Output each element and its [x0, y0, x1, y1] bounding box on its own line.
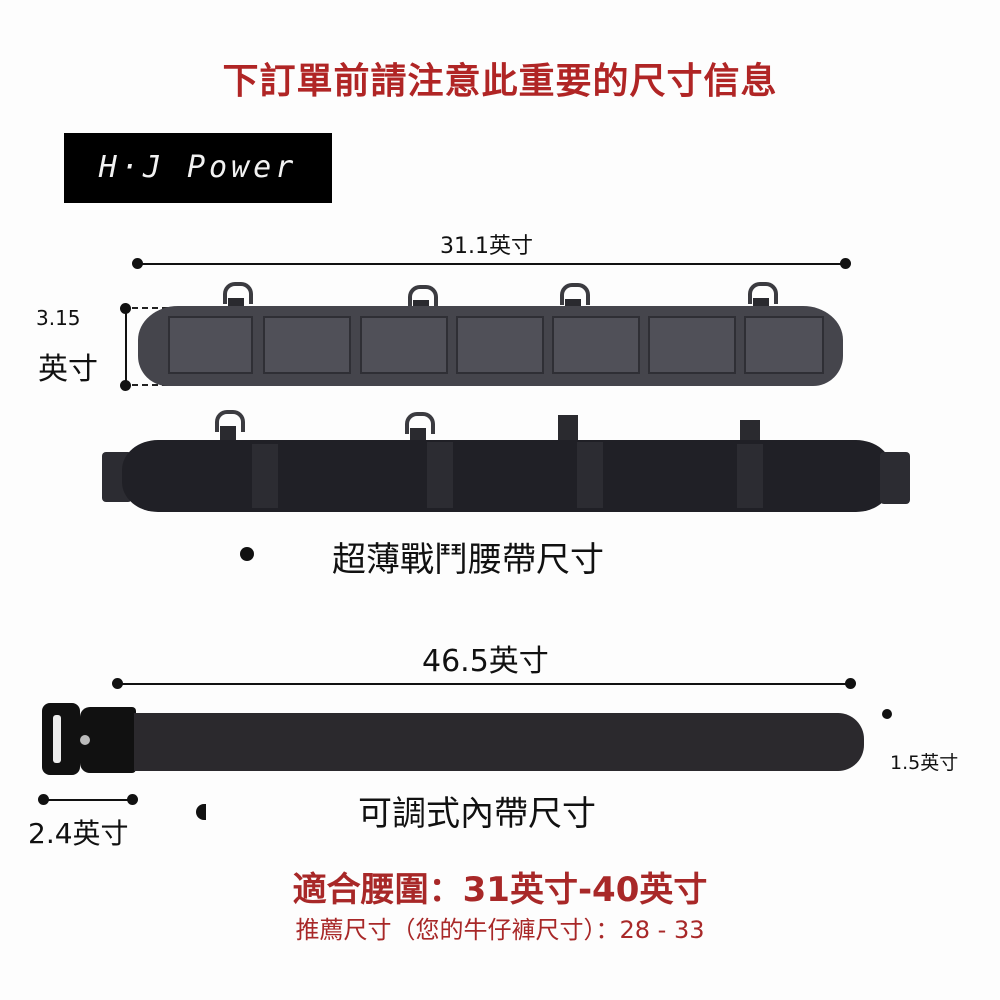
strap [427, 442, 453, 508]
inner-belt-width-label: 1.5英寸 [890, 752, 959, 774]
strap [737, 444, 763, 508]
inner-belt-body [134, 713, 864, 771]
bullet-icon [240, 547, 254, 561]
padded-belt-height-value: 3.15 [36, 306, 81, 330]
pad-panel [168, 316, 253, 374]
inner-belt-image [40, 703, 865, 783]
buckle-icon [42, 703, 80, 775]
molle-clip [558, 415, 578, 445]
combat-belt-image [100, 410, 915, 512]
d-ring-icon [748, 282, 778, 304]
d-ring-icon [223, 282, 253, 304]
d-ring-icon [215, 410, 245, 432]
pad-panel [648, 316, 736, 374]
pad-panel [552, 316, 640, 374]
padded-belt-height-unit: 英寸 [38, 352, 98, 387]
padded-belt-body [138, 306, 843, 386]
combat-belt-body [122, 440, 892, 512]
buckle-button [80, 735, 90, 745]
page-title: 下訂單前請注意此重要的尺寸信息 [222, 61, 778, 102]
padded-belt-image [138, 282, 843, 390]
padded-belt-length-dimension [132, 258, 852, 270]
brand-logo: H·J Power [64, 133, 332, 203]
pad-panel [456, 316, 544, 374]
pad-panel [744, 316, 824, 374]
buckle-latch [80, 707, 136, 773]
d-ring-tab [220, 426, 236, 444]
d-ring-icon [408, 285, 438, 307]
inner-belt-caption: 可調式內帶尺寸 [358, 794, 596, 834]
pad-panel [263, 316, 351, 374]
inner-belt-length-label: 46.5英寸 [422, 644, 549, 679]
pad-panel [360, 316, 448, 374]
waist-fit-text: 適合腰圍：31英寸-40英寸 [292, 870, 708, 910]
buckle-width-dimension [38, 794, 138, 806]
padded-belt-length-label: 31.1英寸 [440, 234, 533, 259]
buckle-slot [53, 715, 61, 763]
combat-belt-caption: 超薄戰鬥腰帶尺寸 [332, 540, 604, 580]
dimension-endpoint-bottom [120, 380, 131, 391]
bullet-icon [196, 804, 206, 820]
inner-belt-length-dimension [112, 678, 857, 690]
dimension-endpoint-right [840, 258, 851, 269]
strap [577, 442, 603, 508]
dimension-guide-top [132, 307, 188, 309]
dimension-line-vertical [125, 308, 127, 385]
dimension-endpoint-right [127, 794, 138, 805]
buckle-right [880, 452, 910, 504]
dimension-line [137, 263, 845, 265]
width-dimension-dot [882, 709, 892, 719]
d-ring-icon [560, 283, 590, 305]
buckle-width-label: 2.4英寸 [28, 817, 129, 850]
strap [252, 444, 278, 508]
dimension-endpoint-right [845, 678, 856, 689]
dimension-line [43, 799, 133, 801]
recommended-size-text: 推薦尺寸（您的牛仔褲尺寸）：28 - 33 [295, 916, 705, 944]
dimension-line [117, 683, 850, 685]
d-ring-icon [405, 412, 435, 434]
